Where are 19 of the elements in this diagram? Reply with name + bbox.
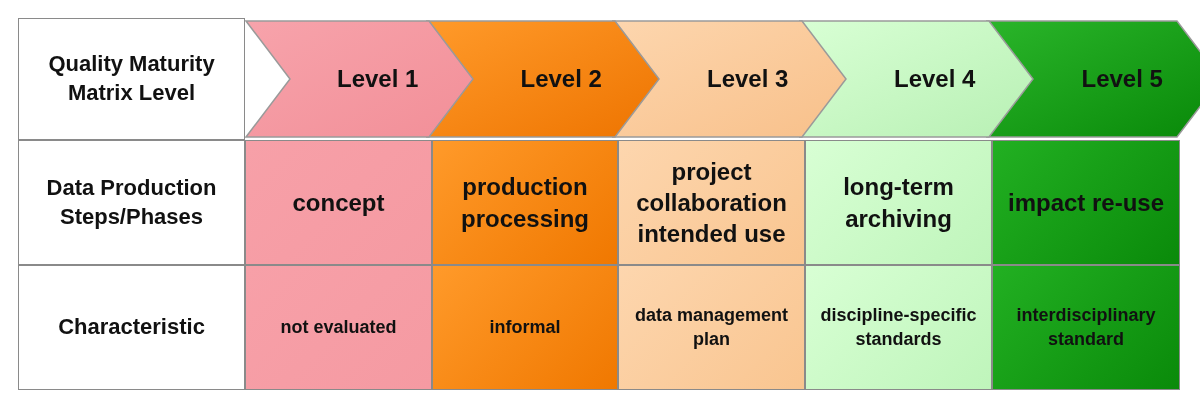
chevron-shape: [245, 20, 474, 138]
table-cell: interdisciplinary standard: [992, 265, 1180, 390]
level-label: Level 1: [337, 65, 419, 93]
row-header: Data Production Steps/Phases: [18, 140, 245, 265]
table-cell: impact re-use: [992, 140, 1180, 265]
table-cell: concept: [245, 140, 432, 265]
table-cell: production processing: [432, 140, 618, 265]
level-label: Level 5: [1081, 65, 1163, 93]
table-cell: data management plan: [618, 265, 805, 390]
level-label: Level 4: [894, 65, 976, 93]
row-header: Quality Maturity Matrix Level: [18, 18, 245, 140]
table-cell: project collaboration intended use: [618, 140, 805, 265]
table-cell: not evaluated: [245, 265, 432, 390]
row-header: Characteristic: [18, 265, 245, 390]
table-cell: informal: [432, 265, 618, 390]
table-cell: discipline-specific standards: [805, 265, 992, 390]
table-cell: long-term archiving: [805, 140, 992, 265]
level-label: Level 2: [520, 65, 602, 93]
level-label: Level 3: [707, 65, 789, 93]
